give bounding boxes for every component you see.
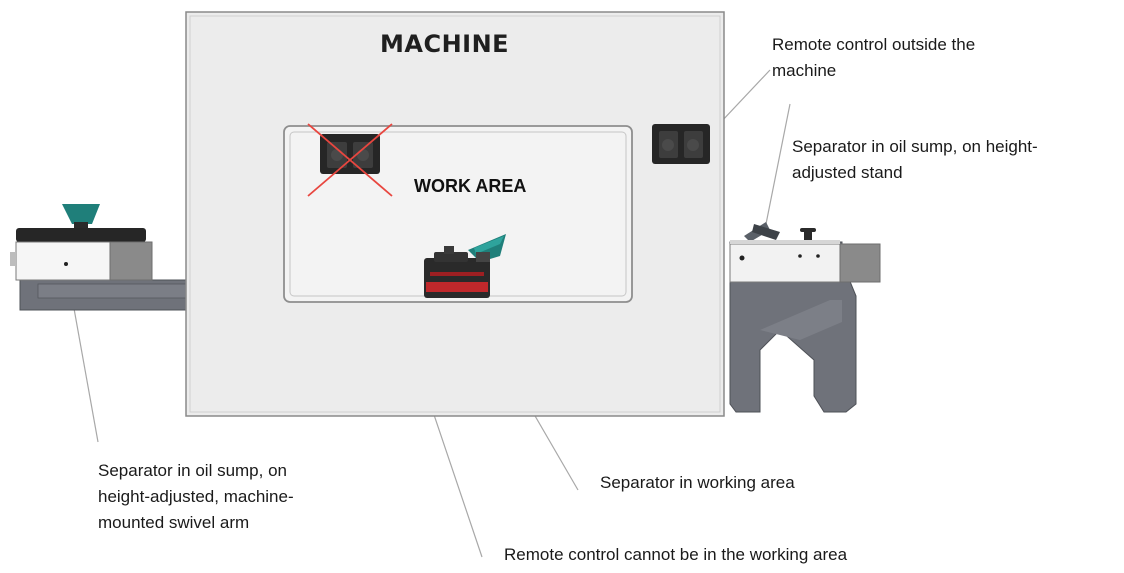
label-separator-stand-line-2: adjusted stand	[792, 163, 903, 182]
separator-working-area	[424, 234, 506, 298]
label-remote-outside: Remote control outside the machine	[772, 32, 975, 84]
remote-control-outside	[652, 124, 710, 164]
separator-stand	[729, 222, 881, 413]
label-separator-arm-line-1: Separator in oil sump, on	[98, 461, 287, 480]
label-separator-stand: Separator in oil sump, on height- adjust…	[792, 134, 1038, 186]
label-remote-outside-line-2: machine	[772, 61, 837, 80]
label-separator-arm-line-3: mounted swivel arm	[98, 513, 250, 532]
cross-mark-icon	[307, 123, 393, 197]
label-separator-stand-line-1: Separator in oil sump, on height-	[792, 137, 1038, 156]
work-area-title: WORK AREA	[414, 176, 527, 196]
label-remote-not-allowed: Remote control cannot be in the working …	[504, 545, 848, 564]
leader-separator-stand	[765, 103, 791, 225]
label-remote-outside-line-1: Remote control outside the	[772, 35, 976, 54]
label-separator-working: Separator in working area	[600, 473, 795, 492]
label-separator-arm: Separator in oil sump, on height-adjuste…	[98, 458, 294, 536]
remote-control-inside	[320, 134, 380, 174]
machine-title: MACHINE	[380, 30, 510, 58]
separator-swivel-arm	[10, 204, 153, 281]
label-separator-arm-line-2: height-adjusted, machine-	[98, 487, 294, 506]
